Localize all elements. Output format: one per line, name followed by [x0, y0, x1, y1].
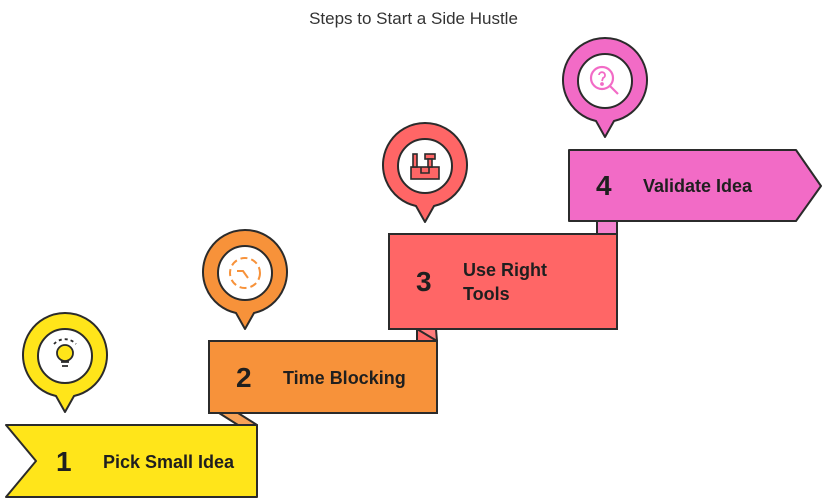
step-1-number: 1 — [56, 446, 72, 477]
step-4-pin — [562, 36, 648, 138]
step-2-band — [208, 340, 438, 426]
step-4-band — [568, 149, 822, 235]
lightbulb-icon — [53, 338, 77, 367]
step-1-pin — [22, 311, 108, 413]
step-2-number: 2 — [236, 362, 252, 393]
step-2-label: Time Blocking — [283, 368, 406, 388]
step-4-number: 4 — [596, 170, 612, 201]
step-3-number: 3 — [416, 266, 432, 297]
page-title: Steps to Start a Side Hustle — [309, 9, 518, 28]
step-1-band — [5, 424, 258, 498]
clock-cycle-icon — [229, 257, 261, 289]
magnify-question-icon — [589, 65, 619, 95]
toolbox-icon — [410, 153, 440, 180]
step-4-label: Validate Idea — [643, 176, 753, 196]
step-3-band — [388, 233, 618, 342]
step-3-label: Use Right Tools — [463, 260, 548, 304]
step-2-pin — [202, 228, 288, 330]
step-3-pin — [382, 121, 468, 223]
step-1-label: Pick Small Idea — [103, 452, 235, 472]
